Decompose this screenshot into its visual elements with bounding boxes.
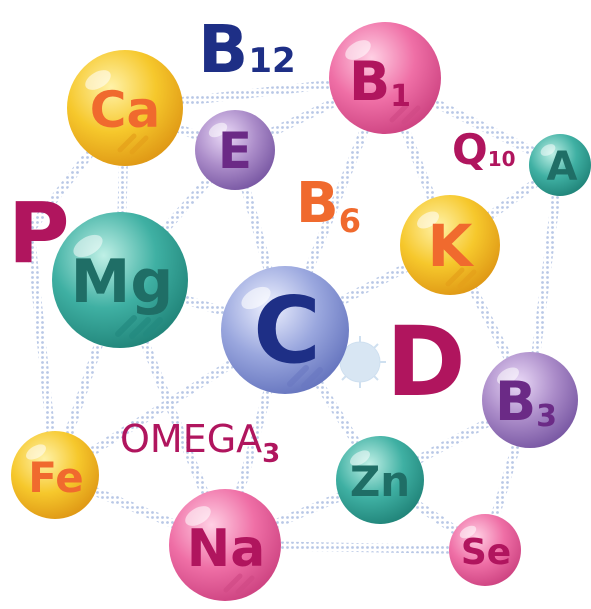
magnesium-label: Mg — [71, 247, 174, 317]
vitamin-e-label: E — [218, 122, 252, 180]
vitamin-b6-label: B6 — [296, 171, 361, 240]
iron-label: Fe — [28, 453, 83, 502]
selenium-bubble: Se — [449, 514, 521, 586]
vitamin-b3-label: B3 — [495, 370, 557, 434]
vitamin-c-bubble: C — [221, 266, 349, 394]
vitamin-c-label: C — [253, 277, 321, 384]
sodium-label: Na — [187, 519, 266, 579]
zinc-label: Zn — [350, 457, 410, 506]
calcium-label: Ca — [90, 81, 160, 139]
vitamin-d-label: D — [386, 306, 466, 418]
selenium-label: Se — [461, 532, 511, 573]
calcium-bubble: Ca — [67, 50, 183, 166]
vitamin-b12-label: B12 — [198, 11, 296, 88]
iron-bubble: Fe — [11, 431, 99, 519]
vitamin-a-bubble: A — [529, 134, 591, 196]
vitamin-b1-label: B1 — [349, 50, 411, 114]
vitamin-k-bubble: K — [400, 195, 500, 295]
vitamin-a-label: A — [547, 144, 578, 190]
coenzyme-q10-label: Q10 — [452, 125, 516, 174]
sodium-bubble: Na — [169, 489, 281, 601]
vitamin-b1-bubble: B1 — [329, 22, 441, 134]
omega-3-label: OMEGA3 — [120, 417, 280, 469]
vitamin-k-label: K — [428, 212, 475, 280]
magnesium-bubble: Mg — [52, 212, 188, 348]
vitamin-b3-bubble: B3 — [482, 352, 578, 448]
zinc-bubble: Zn — [336, 436, 424, 524]
vitamin-e-bubble: E — [195, 110, 275, 190]
